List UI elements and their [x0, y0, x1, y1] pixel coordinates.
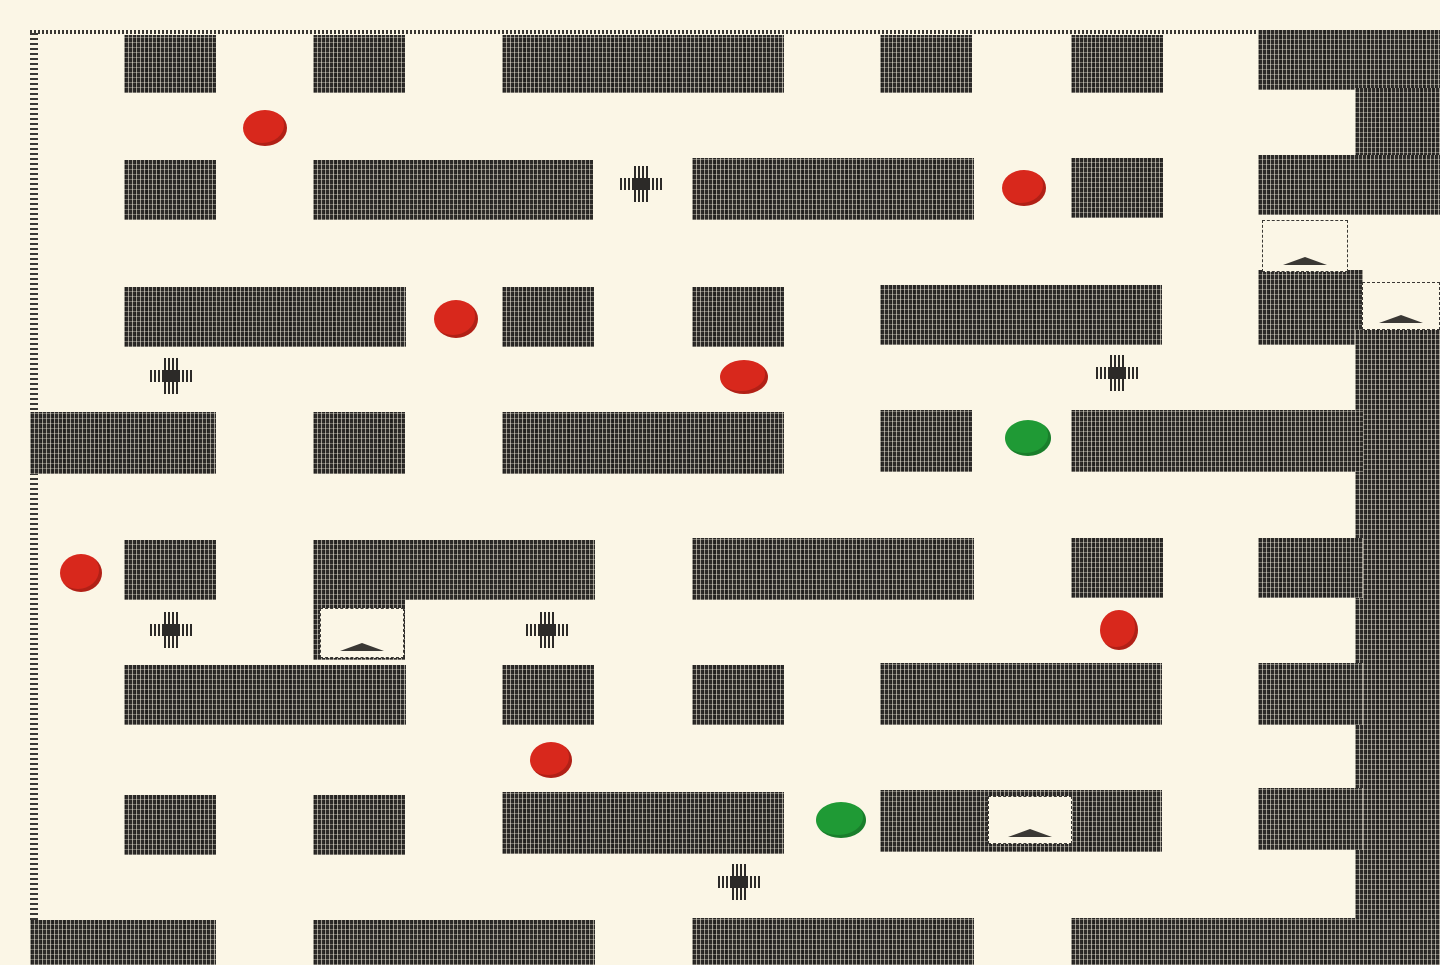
- maze-wall: [1258, 270, 1363, 345]
- maze-border-left: [30, 30, 38, 965]
- maze-wall: [502, 665, 594, 725]
- maze-wall: [880, 285, 1162, 345]
- maze-wall: [313, 795, 405, 855]
- maze-wall: [124, 540, 216, 600]
- enemy-token[interactable]: [60, 554, 102, 592]
- maze-wall: [880, 410, 972, 472]
- maze-wall: [1258, 663, 1363, 725]
- maze-wall: [502, 412, 784, 474]
- maze-wall: [313, 35, 405, 93]
- maze-wall: [502, 35, 784, 93]
- maze-wall: [1258, 155, 1440, 215]
- maze-wall: [1258, 30, 1440, 90]
- maze-wall: [1258, 538, 1363, 598]
- maze-wall: [124, 35, 216, 93]
- maze-wall: [1071, 158, 1163, 218]
- chamber-box: [1362, 282, 1440, 330]
- maze-wall: [502, 287, 594, 347]
- maze-wall: [692, 665, 784, 725]
- chamber-box: [988, 796, 1072, 844]
- chamber-box: [1262, 220, 1348, 272]
- enemy-token[interactable]: [1100, 610, 1138, 650]
- enemy-token[interactable]: [434, 300, 478, 338]
- maze-wall: [1258, 788, 1363, 850]
- maze-wall: [1071, 538, 1163, 598]
- maze-wall: [1355, 330, 1440, 965]
- maze-wall: [1071, 918, 1440, 965]
- maze-wall: [313, 160, 593, 220]
- cross-marker: [150, 358, 194, 394]
- maze-wall: [502, 792, 784, 854]
- maze-wall: [1071, 35, 1163, 93]
- chamber-box: [320, 608, 404, 658]
- maze-wall: [313, 540, 595, 600]
- maze-wall: [313, 412, 405, 474]
- cross-marker: [620, 166, 664, 202]
- player-token[interactable]: [1005, 420, 1051, 456]
- cross-marker: [1096, 355, 1140, 391]
- maze-border-top: [30, 30, 1440, 34]
- maze-wall: [692, 287, 784, 347]
- maze-wall: [1071, 410, 1363, 472]
- cross-marker: [718, 864, 762, 900]
- maze-wall: [30, 412, 216, 474]
- maze-wall: [124, 665, 406, 725]
- enemy-token[interactable]: [243, 110, 287, 146]
- enemy-token[interactable]: [530, 742, 572, 778]
- maze-wall: [880, 35, 972, 93]
- player-token[interactable]: [816, 802, 866, 838]
- cross-marker: [150, 612, 194, 648]
- enemy-token[interactable]: [1002, 170, 1046, 206]
- maze-wall: [124, 287, 406, 347]
- maze-wall: [692, 918, 974, 965]
- maze-wall: [880, 663, 1162, 725]
- enemy-token[interactable]: [720, 360, 768, 394]
- maze-wall: [124, 160, 216, 220]
- maze-wall: [692, 158, 974, 220]
- maze-wall: [313, 920, 595, 965]
- maze-wall: [30, 920, 216, 965]
- cross-marker: [526, 612, 570, 648]
- maze-wall: [124, 795, 216, 855]
- maze-wall: [692, 538, 974, 600]
